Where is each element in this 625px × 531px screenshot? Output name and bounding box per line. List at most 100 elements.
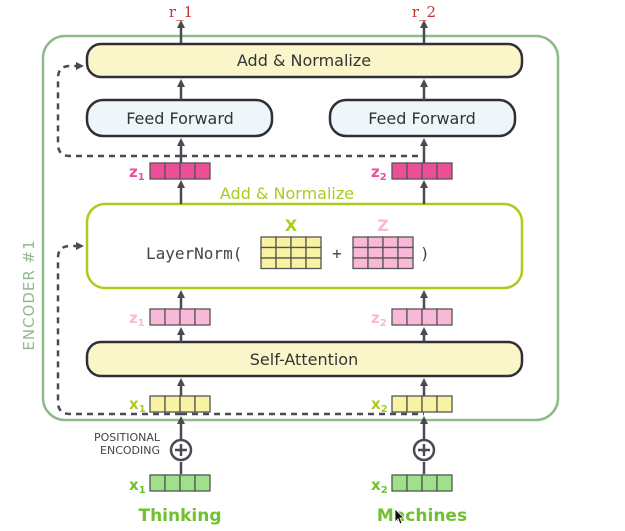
output-r2: r_2 [412,3,436,21]
vector-cell [194,395,211,413]
vector-cell [179,162,196,180]
vector-cell [391,474,408,492]
vector-cell [391,395,408,413]
positional-encoding-line1: POSITIONAL [94,431,161,444]
layernorm-x-label: X [285,216,298,235]
vector-cell [352,257,369,270]
x1-embed-label: x1 [129,476,146,496]
z1-mid-label: z1 [129,309,145,329]
vector-cell [436,162,453,180]
vector-cell [436,308,453,326]
word-machines: Machines [377,506,467,526]
vector-cell [397,246,414,259]
vector-cell [260,246,277,259]
vector-cell [290,257,307,270]
vector-cell [194,308,211,326]
vector-cell [406,308,423,326]
self-attention-label: Self-Attention [250,350,358,369]
add-normalize-top-label: Add & Normalize [237,51,371,70]
vector-cell [391,162,408,180]
x2-in-label: x2 [371,395,388,415]
add-normalize-top-box [85,42,524,79]
residual-lower [56,242,181,416]
vector-cell [367,257,384,270]
vector-cell [305,246,322,259]
z2-top-label: z2 [371,163,387,183]
z2-mid-label: z2 [371,309,387,329]
vector-cell [406,474,423,492]
vector-cell [275,246,292,259]
feed-forward-right-box [328,98,517,138]
vector-cell [436,474,453,492]
vector-cell [164,308,181,326]
positional-encoding-line2: ENCODING [100,444,160,457]
plus-circle-icon-right [412,438,436,462]
vector-cell [305,236,322,249]
vector-cell [421,395,438,413]
plus-circle-icon-left [169,438,193,462]
vector-cell [164,395,181,413]
feed-forward-left-label: Feed Forward [126,109,234,128]
vector-cell [421,308,438,326]
layernorm-x-matrix [260,236,322,270]
vector-cell [149,308,166,326]
vector-cell [406,395,423,413]
feed-forward-right-label: Feed Forward [368,109,476,128]
self-attention-box [85,340,524,378]
output-r1: r_1 [169,3,193,21]
layernorm-close: ) [420,244,430,263]
vector-cell [305,257,322,270]
vector-cell [275,257,292,270]
word-thinking: Thinking [138,506,221,526]
vector-cell [290,236,307,249]
vector-cell [260,236,277,249]
vector-cell [397,257,414,270]
vector-cell [164,162,181,180]
vector-cell [194,474,211,492]
x1-embed-vector [149,474,211,492]
vector-cell [194,162,211,180]
vector-cell [421,474,438,492]
feed-forward-left-box [85,98,274,138]
residual-upper [56,62,181,158]
vector-cell [290,246,307,259]
vector-cell [406,162,423,180]
vector-cell [164,474,181,492]
x2-embed-label: x2 [371,476,388,496]
vector-cell [149,162,166,180]
vector-cell [382,246,399,259]
vector-cell [367,246,384,259]
encoder-label: ENCODER #1 [20,239,38,350]
vector-cell [436,395,453,413]
vector-cell [382,236,399,249]
vector-cell [179,308,196,326]
vector-cell [149,395,166,413]
z1-top-vector [149,162,211,180]
mouse-cursor-icon [394,508,405,525]
vector-cell [352,246,369,259]
z1-top-label: z1 [129,163,145,183]
encoder-frame [41,34,560,422]
layernorm-plus: + [332,244,342,263]
vector-cell [352,236,369,249]
vector-cell [179,474,196,492]
layernorm-z-matrix [352,236,414,270]
vector-cell [421,162,438,180]
vector-cell [260,257,277,270]
vector-cell [149,474,166,492]
vector-cell [391,308,408,326]
z2-mid-vector [391,308,453,326]
layernorm-z-label: Z [377,216,389,235]
vector-cell [382,257,399,270]
vector-cell [179,395,196,413]
z2-top-vector [391,162,453,180]
add-normalize-mid-label: Add & Normalize [220,184,354,203]
x2-in-vector [391,395,453,413]
x2-embed-vector [391,474,453,492]
vector-cell [397,236,414,249]
vector-cell [275,236,292,249]
vector-cell [367,236,384,249]
layernorm-func: LayerNorm( [146,244,242,263]
